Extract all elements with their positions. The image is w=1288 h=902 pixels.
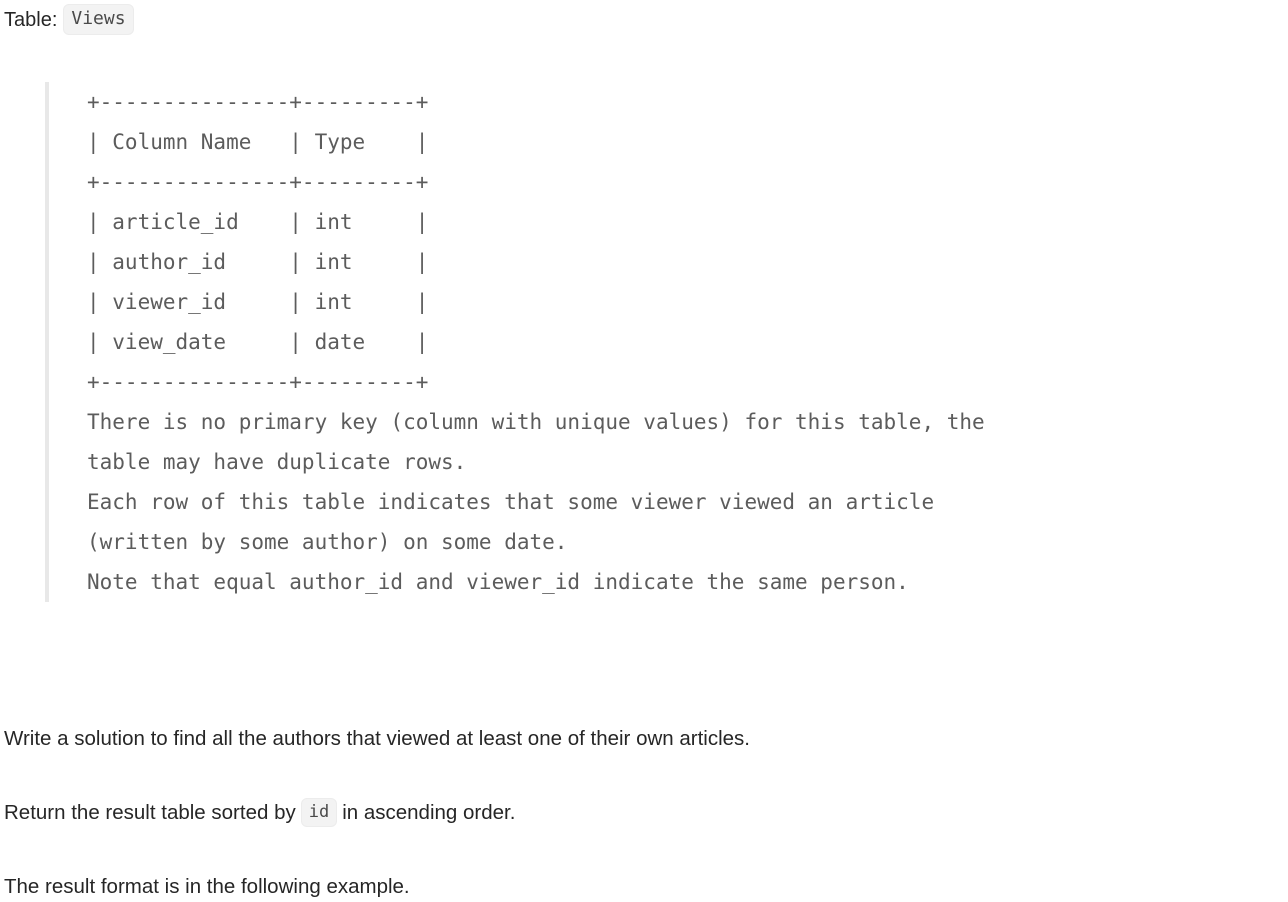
- result-format-note: The result format is in the following ex…: [4, 874, 410, 898]
- table-name-chip: Views: [63, 4, 134, 35]
- id-column-chip: id: [300, 798, 338, 827]
- schema-blockquote: +---------------+---------+ | Column Nam…: [45, 82, 1288, 602]
- sort-instruction-prefix: Return the result table sorted by: [4, 800, 296, 824]
- sort-instruction: Return the result table sorted by id in …: [4, 798, 515, 828]
- task-statement: Write a solution to find all the authors…: [4, 726, 750, 750]
- sort-instruction-suffix: in ascending order.: [342, 800, 516, 824]
- schema-definition-block: +---------------+---------+ | Column Nam…: [87, 90, 985, 594]
- table-label-row: Table: Views: [4, 4, 134, 35]
- table-label: Table:: [4, 8, 58, 31]
